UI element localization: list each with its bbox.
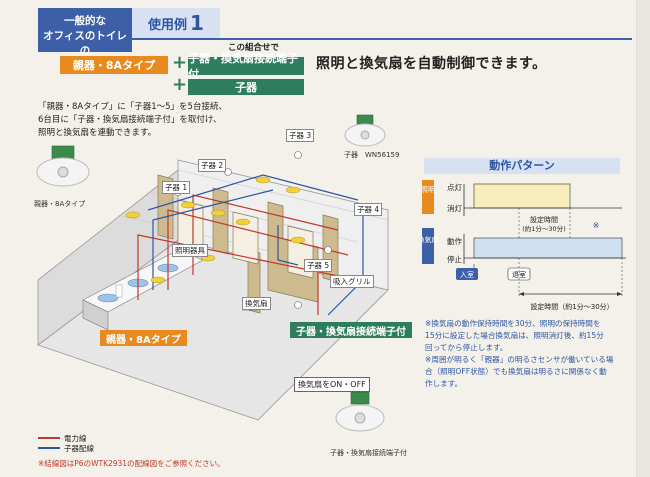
description-line: 6台目に「子器・換気扇接続端子付」を取付け、	[38, 115, 222, 125]
set-time-short: 設定時間	[530, 215, 558, 224]
fan-row-tag	[422, 228, 434, 264]
fan-on-label: 動作	[447, 236, 462, 246]
callout-sub-terminal: 子器・換気扇接続端子付	[290, 322, 412, 338]
pattern-notes: ※換気扇の動作保持時間を30分、照明の保持時間を 15分に設定した場合換気扇は、…	[425, 318, 631, 390]
label-intake-grille: 吸入グリル	[330, 275, 374, 288]
tag-sub-terminal: 子器・換気扇接続端子付	[188, 52, 304, 81]
operation-pattern-chart: 照明 点灯 消灯 設定時間 (約1分～30分) ※ 換気扇 動作 停止 入室 退…	[422, 180, 626, 311]
tag-main-device: 親器・8Aタイプ	[60, 56, 168, 74]
sub-sensor-image	[344, 114, 386, 147]
legend-power: 電力線	[38, 433, 94, 443]
legend-power-label: 電力線	[64, 433, 87, 443]
enter-badge	[456, 268, 478, 280]
description-line: 照明と換気扇を連動できます。	[38, 128, 157, 138]
pattern-title: 動作パターン	[424, 158, 620, 174]
header-rule	[132, 38, 632, 40]
headline: 照明と換気扇を自動制御できます。	[316, 56, 547, 72]
terminal-sensor-image	[335, 391, 385, 432]
note-line: ※換気扇の動作保持時間を30分、照明の保持時間を	[425, 319, 601, 328]
note-line: 15分に設定した場合換気扇は、照明消灯後、約15分	[425, 331, 604, 340]
light-on-label: 点灯	[447, 182, 462, 192]
fan-on-bar	[473, 237, 623, 259]
sub-sensor-label: 子器 WN56159	[344, 151, 400, 159]
light-row-tag	[422, 180, 434, 214]
note-line: 作します。	[425, 379, 463, 388]
legend-signal-label: 子器配線	[64, 443, 94, 453]
label-lighting-fixture: 照明器具	[172, 244, 208, 257]
label-child-4: 子器 4	[354, 203, 383, 216]
wiring-legend: 電力線 子器配線	[38, 433, 94, 453]
note-line: 合（照明OFF状態）でも換気扇は明るさに関係なく動	[425, 367, 607, 376]
example-badge: 使用例 1	[132, 8, 220, 38]
tag-sub-device: 子器	[188, 79, 304, 95]
fan-label: 換気扇	[422, 235, 439, 244]
label-child-3: 子器 3	[286, 129, 315, 142]
legend-signal: 子器配線	[38, 443, 94, 453]
fan-off-label: 停止	[447, 254, 462, 264]
set-time-long: 設定時間（約1分～30分）	[530, 302, 613, 311]
example-number: 1	[190, 11, 204, 35]
asterisk-mark: ※	[593, 221, 600, 230]
label-child-2: 子器 2	[198, 159, 227, 172]
enter-label: 入室	[460, 270, 474, 279]
light-label: 照明	[422, 185, 436, 194]
note-line: 回ってから停止します。	[425, 343, 508, 352]
signal-line-swatch	[38, 447, 60, 449]
page-edge	[636, 0, 650, 477]
power-line-swatch	[38, 437, 60, 439]
description: 「親器・8Aタイプ」に「子器1～5」を5台接続、 6台目に「子器・換気扇接続端子…	[38, 101, 278, 140]
callout-main-device: 親器・8Aタイプ	[100, 330, 187, 346]
label-fan-onoff: 換気扇をON・OFF	[294, 377, 370, 392]
label-fan: 換気扇	[242, 297, 271, 310]
footnote: ※結線図はP6のWTK2931の配線図をご参照ください。	[38, 459, 225, 468]
combo-note: この組合せで	[228, 43, 280, 53]
label-child-5: 子器 5	[304, 259, 333, 272]
header-title-line1: 一般的な	[64, 15, 106, 27]
plus-icon: +	[172, 52, 188, 73]
light-off-label: 消灯	[447, 203, 462, 213]
description-line: 「親器・8Aタイプ」に「子器1～5」を5台接続、	[38, 102, 227, 112]
header-title-line2: オフィスのトイレの	[43, 30, 127, 57]
header-title-box: 一般的な オフィスのトイレの	[38, 8, 132, 57]
set-time-short-range: (約1分～30分)	[522, 224, 565, 233]
toilet-isometric-diagram	[37, 151, 389, 421]
main-sensor-image	[36, 145, 90, 187]
plus-icon: +	[172, 74, 188, 95]
note-line: ※周囲が明るく「親器」の明るさセンサが働いている場	[425, 355, 614, 364]
example-label: 使用例	[148, 17, 188, 33]
main-sensor-label: 親器・8Aタイプ	[34, 200, 86, 208]
light-on-bar	[473, 183, 571, 209]
terminal-sensor-label: 子器・換気扇接続端子付	[330, 449, 407, 457]
label-child-1: 子器 1	[162, 181, 191, 194]
